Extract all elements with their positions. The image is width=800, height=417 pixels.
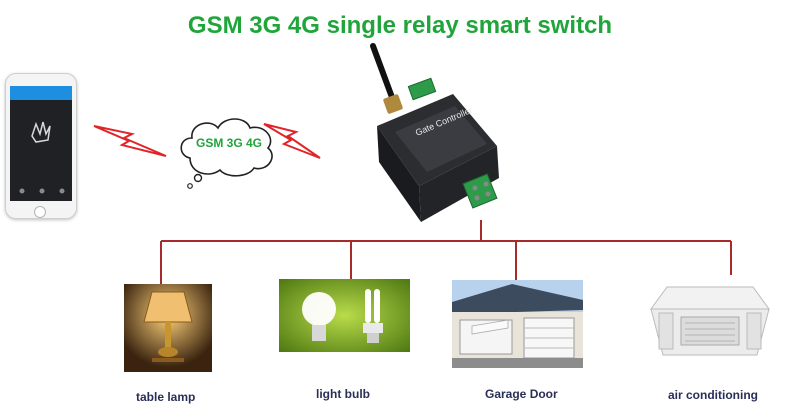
diagram-title: GSM 3G 4G single relay smart switch bbox=[187, 12, 613, 39]
network-cloud bbox=[180, 118, 273, 189]
gate-controller-device: Gate Controller bbox=[370, 43, 499, 222]
home-button bbox=[34, 206, 46, 218]
app-header-bar bbox=[10, 86, 72, 100]
phone-screen bbox=[10, 86, 72, 201]
hand-icon bbox=[31, 121, 51, 143]
signal-lightning-right bbox=[263, 123, 321, 159]
caption-table-lamp: table lamp bbox=[136, 390, 196, 404]
light-bulb-photo bbox=[279, 279, 410, 352]
smartphone bbox=[5, 73, 77, 219]
air-conditioning-photo bbox=[645, 275, 775, 366]
garage-door-photo bbox=[452, 280, 583, 368]
table-lamp-photo bbox=[124, 284, 212, 372]
app-tab-icons bbox=[19, 188, 65, 194]
signal-lightning-left bbox=[93, 125, 167, 157]
caption-garage-door: Garage Door bbox=[485, 387, 558, 401]
caption-light-bulb: light bulb bbox=[316, 387, 370, 401]
caption-air-conditioning: air conditioning bbox=[668, 388, 758, 402]
network-label: GSM 3G 4G bbox=[195, 136, 263, 150]
